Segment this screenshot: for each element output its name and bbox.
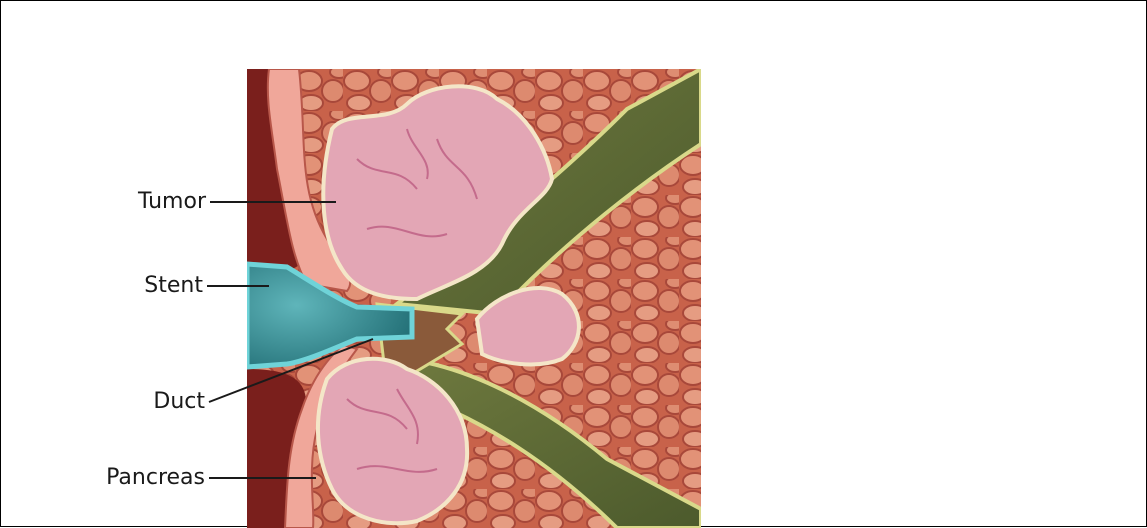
pancreas-label: Pancreas [106,467,205,489]
tumor-label: Tumor [138,191,206,213]
duct-label: Duct [153,391,205,413]
stent-label: Stent [144,275,203,297]
duct-leader-line [209,339,373,402]
